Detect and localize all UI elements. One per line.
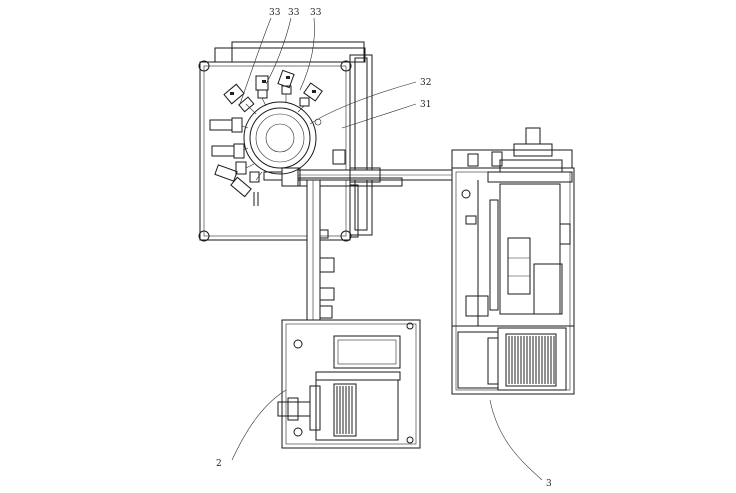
numeral-33-b: 33 <box>288 8 300 18</box>
station-2 <box>277 319 421 449</box>
station-2-hatch <box>336 386 353 434</box>
numeral-33-c: 33 <box>310 8 322 18</box>
numeral-32: 32 <box>420 78 431 88</box>
rotary-heads <box>209 69 323 206</box>
leader-lines <box>231 17 543 481</box>
reference-numerals: 33 33 33 32 31 2 3 <box>216 8 552 489</box>
station-3 <box>451 127 575 395</box>
rotary-station <box>198 41 373 242</box>
numeral-31: 31 <box>420 100 431 110</box>
numeral-3: 3 <box>546 479 552 489</box>
numeral-33-a: 33 <box>269 8 281 18</box>
station-3-hatch <box>508 336 555 384</box>
numeral-2: 2 <box>216 459 222 469</box>
